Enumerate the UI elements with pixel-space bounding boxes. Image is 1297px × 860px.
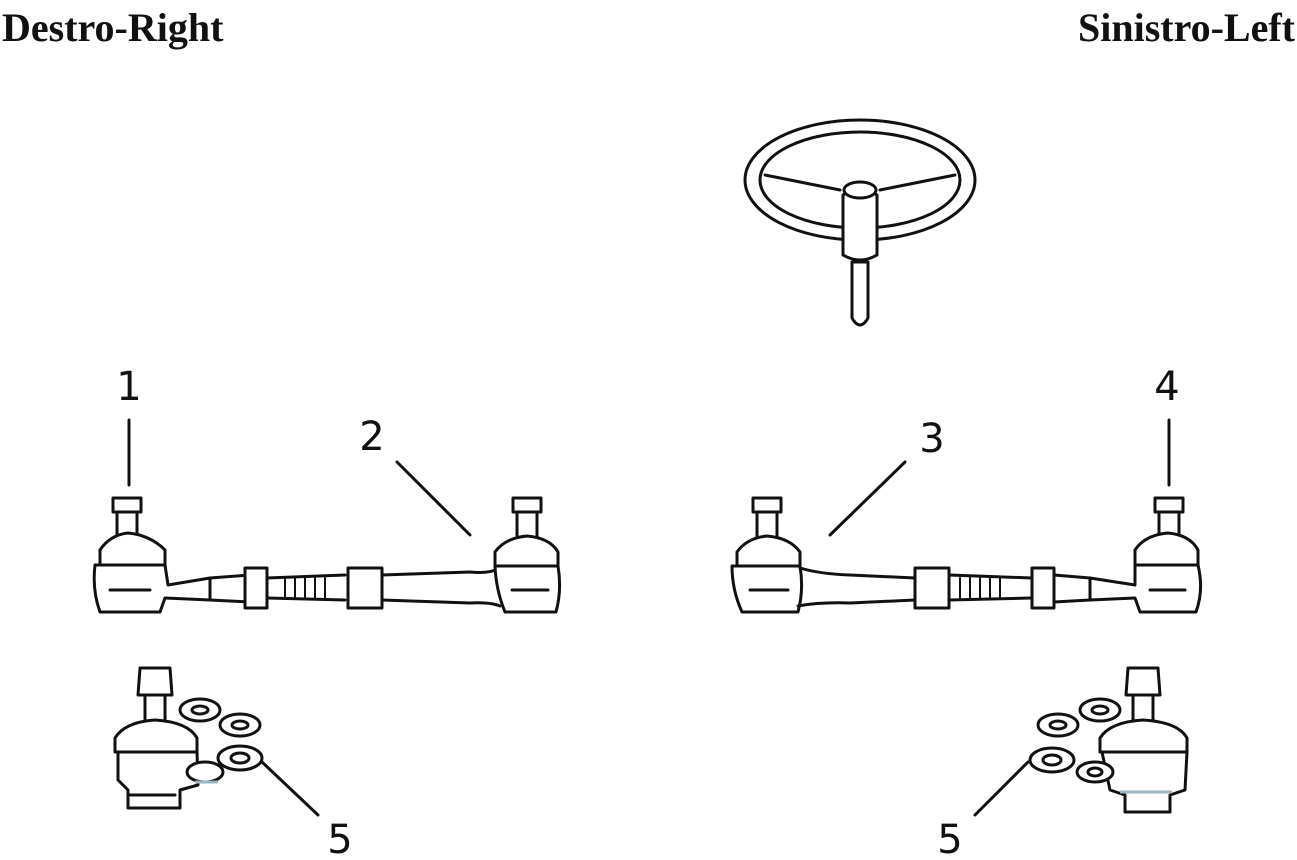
callout-4: 4 [1154, 364, 1179, 410]
callout-5-right: 5 [327, 817, 352, 860]
ball-joint-right [113, 666, 264, 810]
callout-5-left: 5 [937, 817, 962, 860]
tie-rod-left [730, 496, 1203, 614]
leader-lines [127, 418, 1171, 817]
callout-numbers: 1 2 3 4 5 5 [116, 364, 1179, 860]
callout-3: 3 [919, 416, 944, 462]
heading-right: Destro-Right [2, 5, 224, 50]
callout-2: 2 [359, 414, 384, 460]
ball-joint-left [1028, 666, 1189, 814]
tie-rod-right [92, 496, 562, 614]
callout-1: 1 [116, 364, 141, 410]
steering-wheel [743, 118, 977, 327]
heading-left: Sinistro-Left [1077, 5, 1295, 50]
